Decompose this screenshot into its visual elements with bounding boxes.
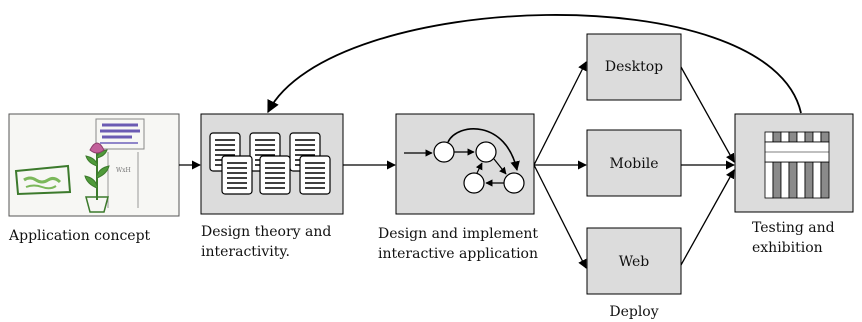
grid-header-cell — [772, 131, 782, 143]
web-node: Web — [586, 227, 682, 295]
plant-sketch-icon: WxH — [14, 118, 145, 213]
arrow-desktop-to-testing — [680, 66, 735, 163]
mobile-node: Mobile — [586, 129, 682, 197]
grid-body-cell — [820, 161, 830, 199]
document-icon — [299, 155, 331, 195]
mobile-box — [586, 129, 682, 197]
document-icon — [221, 155, 253, 195]
grid-header-cell — [764, 131, 774, 143]
mobile-label: Mobile — [610, 156, 659, 172]
grid-header-cell — [788, 131, 798, 143]
grid-body-cell — [772, 161, 782, 199]
grid-header-cell — [796, 131, 806, 143]
web-box — [586, 227, 682, 295]
grid-header-cell — [804, 131, 814, 143]
theory-caption-line-1: Design theory and — [201, 224, 331, 240]
grid-header-cell — [780, 131, 790, 143]
arrow-implement-to-desktop — [533, 61, 587, 166]
grid-body-cell — [764, 161, 774, 199]
deploy-label: Deploy — [609, 304, 658, 320]
grid-header-cell — [812, 131, 822, 143]
striped-grid-icon — [764, 131, 830, 199]
connectors — [179, 14, 802, 269]
grid-body-cell — [788, 161, 798, 199]
theory-node — [200, 113, 344, 215]
grid-body-cell — [804, 161, 814, 199]
sketch-dimension-label: WxH — [116, 167, 131, 174]
arrow-web-to-testing — [680, 169, 735, 266]
feedback-arrow-testing-to-theory — [267, 14, 802, 114]
testing-node — [734, 113, 854, 213]
testing-caption-line-2: exhibition — [752, 240, 823, 256]
implement-caption-line-2: interactive application — [378, 246, 538, 262]
grid-header-cell — [820, 131, 830, 143]
documents-stack-icon — [209, 132, 331, 195]
grid-body-cell — [796, 161, 806, 199]
theory-caption-line-2: interactivity. — [201, 244, 290, 260]
state-graph-icon — [404, 128, 525, 194]
grid-body-cell — [780, 161, 790, 199]
testing-caption-line-1: Testing and — [752, 220, 835, 236]
desktop-label: Desktop — [605, 59, 663, 75]
grid-body-cell — [812, 161, 822, 199]
implement-caption-line-1: Design and implement — [378, 226, 538, 242]
arrow-implement-to-web — [533, 164, 587, 269]
concept-node: WxH — [8, 113, 180, 217]
web-label: Web — [619, 254, 650, 270]
desktop-node: Desktop — [586, 33, 682, 101]
implement-node — [395, 113, 535, 215]
document-icon — [259, 155, 291, 195]
concept-caption: Application concept — [8, 228, 151, 244]
